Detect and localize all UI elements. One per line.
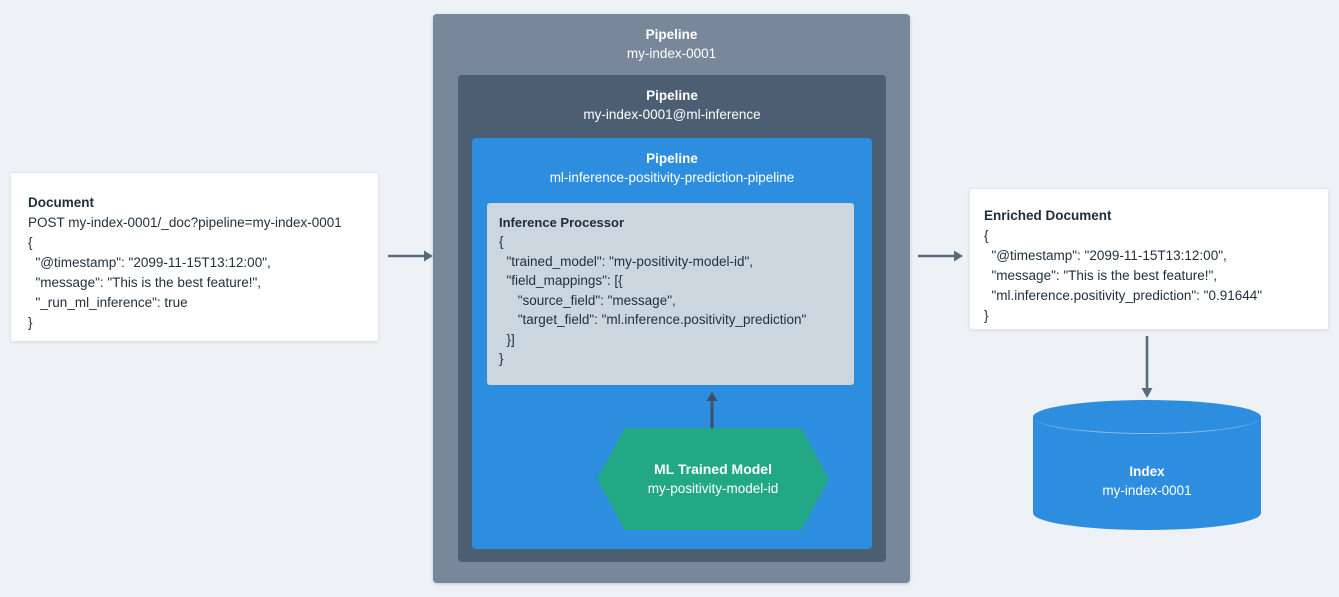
index-label-group: Index my-index-0001 [1033, 462, 1261, 500]
enriched-document-body: { "@timestamp": "2099-11-15T13:12:00", "… [984, 228, 1263, 323]
document-card-body: POST my-index-0001/_doc?pipeline=my-inde… [28, 215, 342, 330]
arrow-right-icon-pipeline-to-enriched [918, 248, 964, 264]
pipeline-outer-header: Pipeline my-index-0001 [433, 14, 910, 63]
index-name: my-index-0001 [1102, 483, 1192, 498]
document-card: Document POST my-index-0001/_doc?pipelin… [10, 172, 379, 342]
inference-processor-body: { "trained_model": "my-positivity-model-… [499, 234, 807, 366]
pipeline-inner-header: Pipeline ml-inference-positivity-predict… [472, 138, 872, 187]
enriched-document-card: Enriched Document { "@timestamp": "2099-… [969, 188, 1329, 330]
enriched-document-title: Enriched Document [984, 208, 1112, 223]
ml-trained-model-name: my-positivity-model-id [647, 481, 779, 496]
pipeline-mid-header: Pipeline my-index-0001@ml-inference [458, 75, 886, 124]
arrow-up-icon-model-to-processor [704, 392, 720, 428]
pipeline-mid-panel: Pipeline my-index-0001@ml-inference Pipe… [458, 75, 886, 562]
pipeline-inner-panel: Pipeline ml-inference-positivity-predict… [472, 138, 872, 549]
arrow-down-icon-enriched-to-index [1139, 336, 1155, 398]
inference-processor-box: Inference Processor { "trained_model": "… [487, 203, 854, 385]
pipeline-mid-name: my-index-0001@ml-inference [583, 107, 761, 122]
cylinder-top-ellipse [1033, 400, 1261, 434]
pipeline-outer-type-label: Pipeline [645, 27, 698, 42]
pipeline-outer-name: my-index-0001 [626, 46, 717, 61]
pipeline-inner-type-label: Pipeline [646, 151, 698, 166]
index-cylinder: Index my-index-0001 [1033, 400, 1261, 530]
ml-trained-model-hexagon: ML Trained Model my-positivity-model-id [597, 428, 829, 530]
document-card-title: Document [28, 195, 95, 210]
pipeline-mid-type-label: Pipeline [646, 88, 698, 103]
index-title: Index [1129, 464, 1165, 479]
pipeline-outer-panel: Pipeline my-index-0001 Pipeline my-index… [433, 14, 910, 583]
inference-processor-title: Inference Processor [499, 215, 625, 230]
ml-trained-model-title: ML Trained Model [654, 461, 772, 477]
arrow-right-icon-document-to-pipeline [388, 248, 434, 264]
pipeline-inner-name: ml-inference-positivity-prediction-pipel… [549, 170, 795, 185]
